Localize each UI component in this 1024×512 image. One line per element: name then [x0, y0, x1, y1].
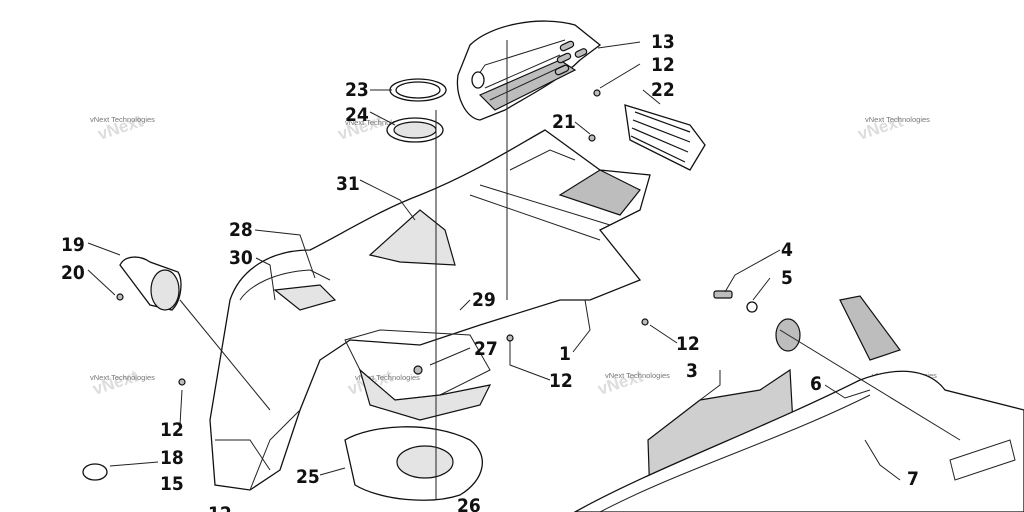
callout-18: 18 — [160, 447, 184, 469]
boot-part — [119, 256, 182, 311]
watermark-4: vNext Technologies — [90, 373, 155, 382]
watermark-2: vNext Technologies — [345, 118, 410, 127]
vent-part — [624, 104, 706, 171]
watermark-3: vNext Technologies — [865, 115, 930, 124]
callout-21: 21 — [552, 111, 576, 133]
callout-4: 4 — [781, 239, 793, 261]
tray-part — [344, 426, 483, 501]
callout-12-e: 12 — [208, 503, 232, 512]
ring-parts — [386, 78, 447, 143]
callout-26: 26 — [457, 495, 481, 512]
fasteners — [82, 89, 758, 481]
leader-lines — [87, 40, 961, 500]
callout-1: 1 — [559, 343, 571, 365]
watermark-6: vNext Technologies — [605, 371, 670, 380]
hood-part — [573, 295, 1024, 512]
glove-box-lid-part — [456, 20, 602, 121]
callout-27: 27 — [474, 338, 498, 360]
callout-5: 5 — [781, 267, 793, 289]
callout-20: 20 — [61, 262, 85, 284]
callout-28: 28 — [229, 219, 253, 241]
callout-30: 30 — [229, 247, 253, 269]
callout-24: 24 — [345, 104, 369, 126]
callout-22: 22 — [651, 79, 675, 101]
callout-15: 15 — [160, 473, 184, 495]
watermark-5: vNext Technologies — [355, 373, 420, 382]
callout-3: 3 — [686, 360, 698, 382]
callout-23: 23 — [345, 79, 369, 101]
callout-labels: 13 12 22 23 24 21 31 28 30 19 20 29 1 27… — [61, 31, 919, 512]
callout-12-a: 12 — [651, 54, 675, 76]
callout-6: 6 — [810, 373, 822, 395]
callout-12-b: 12 — [549, 370, 573, 392]
callout-31: 31 — [336, 173, 360, 195]
callout-25: 25 — [296, 466, 320, 488]
callout-12-d: 12 — [160, 419, 184, 441]
body-panel-part — [209, 129, 651, 491]
callout-19: 19 — [61, 234, 85, 256]
callout-12-c: 12 — [676, 333, 700, 355]
watermark-1: vNext Technologies — [90, 115, 155, 124]
callout-7: 7 — [907, 468, 919, 490]
svg-text:vNext: vNext — [90, 366, 140, 398]
callout-29: 29 — [472, 289, 496, 311]
callout-13: 13 — [651, 31, 675, 53]
